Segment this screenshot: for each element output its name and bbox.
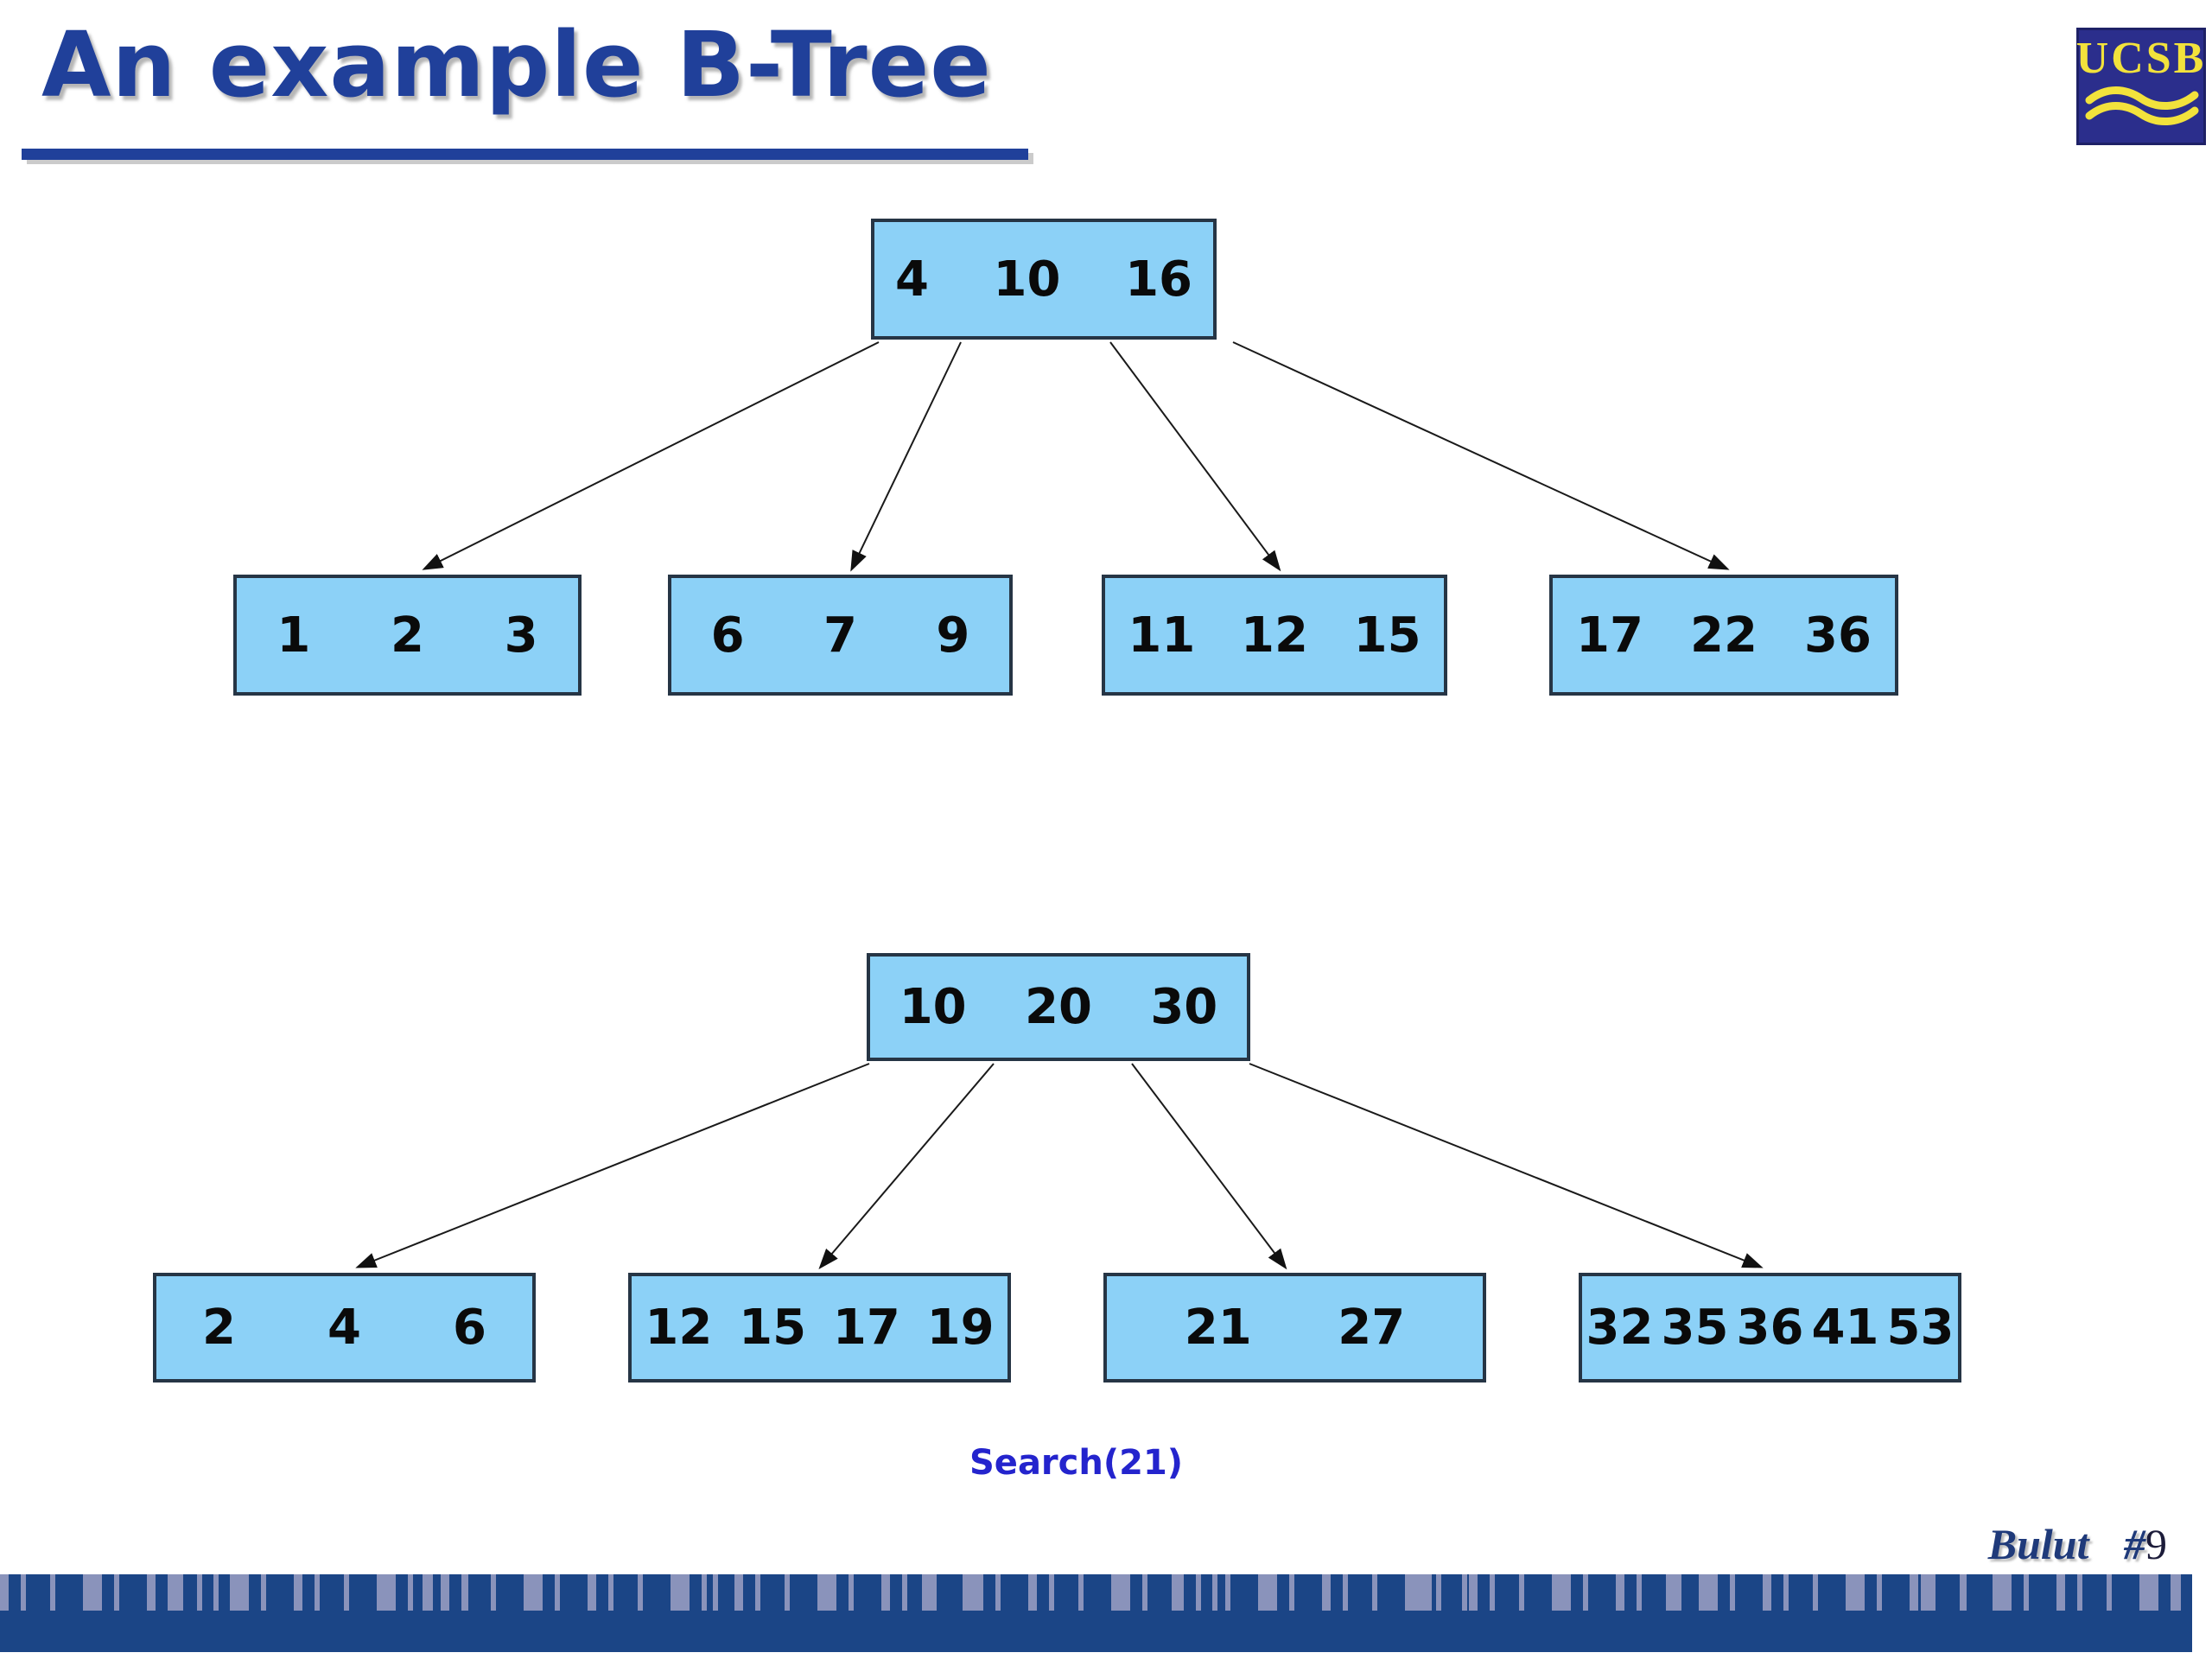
footer-page-number: 9	[2145, 1520, 2167, 1568]
barcode-pattern	[0, 1574, 2192, 1611]
edge-tree1-child1	[422, 341, 880, 570]
tree1-leaf-node-1: 1 2 3	[233, 575, 582, 696]
node-key: 21	[1184, 1300, 1252, 1356]
edge-tree1-child2	[850, 341, 962, 572]
tree1-leaf-node-2: 6 7 9	[668, 575, 1013, 696]
footer-author: Bulut	[1987, 1520, 2089, 1568]
node-key: 4	[327, 1300, 361, 1356]
node-key: 12	[1241, 607, 1308, 664]
node-key: 17	[832, 1300, 900, 1356]
node-key: 10	[993, 251, 1061, 308]
ucsb-waves-icon	[2085, 86, 2199, 126]
node-key: 1	[276, 607, 311, 664]
node-key: 41	[1811, 1300, 1879, 1356]
tree1-root-node: 4 10 16	[871, 219, 1217, 340]
node-key: 2	[202, 1300, 236, 1356]
node-key: 22	[1690, 607, 1758, 664]
node-key: 10	[899, 979, 967, 1035]
title-underline	[22, 149, 1028, 160]
edge-tree2-child2	[818, 1063, 995, 1270]
node-key: 36	[1804, 607, 1872, 664]
tree1-leaf-node-3: 11 12 15	[1102, 575, 1447, 696]
search-annotation: Search(21)	[969, 1443, 1184, 1483]
slide-title: An example B-Tree	[41, 12, 992, 118]
node-key: 30	[1150, 979, 1218, 1035]
node-key: 16	[1125, 251, 1192, 308]
node-key: 15	[739, 1300, 807, 1356]
node-key: 12	[645, 1300, 713, 1356]
node-key: 19	[926, 1300, 995, 1356]
node-key: 15	[1353, 607, 1421, 664]
node-key: 4	[895, 251, 929, 308]
edge-tree1-child4	[1232, 341, 1730, 570]
ucsb-logo: UCSB	[2076, 28, 2206, 145]
node-key: 11	[1128, 607, 1196, 664]
tree1-leaf-node-4: 17 22 36	[1549, 575, 1898, 696]
node-key: 36	[1736, 1300, 1804, 1356]
edge-tree2-child4	[1249, 1063, 1764, 1268]
edge-tree1-child3	[1109, 341, 1281, 572]
node-key: 6	[453, 1300, 486, 1356]
node-key: 17	[1576, 607, 1643, 664]
node-key: 6	[710, 607, 745, 664]
footer-page-hash: #	[2124, 1520, 2145, 1568]
edge-tree2-child1	[355, 1063, 870, 1268]
footer-bar	[0, 1574, 2192, 1652]
node-key: 35	[1661, 1300, 1729, 1356]
node-key: 27	[1338, 1300, 1406, 1356]
tree2-leaf-node-2: 12 15 17 19	[628, 1273, 1011, 1382]
tree2-leaf-node-1: 2 4 6	[153, 1273, 536, 1382]
edge-tree2-child3	[1131, 1063, 1287, 1270]
node-key: 53	[1886, 1300, 1955, 1356]
node-key: 32	[1586, 1300, 1654, 1356]
node-key: 9	[936, 607, 970, 664]
node-key: 7	[823, 607, 857, 664]
node-key: 3	[504, 607, 538, 664]
node-key: 2	[391, 607, 424, 664]
footer-credit: Bulut #9	[1988, 1519, 2167, 1569]
ucsb-logo-text: UCSB	[2075, 34, 2207, 83]
node-key: 20	[1025, 979, 1092, 1035]
tree2-root-node: 10 20 30	[867, 953, 1250, 1061]
tree2-leaf-node-3: 21 27	[1103, 1273, 1486, 1382]
